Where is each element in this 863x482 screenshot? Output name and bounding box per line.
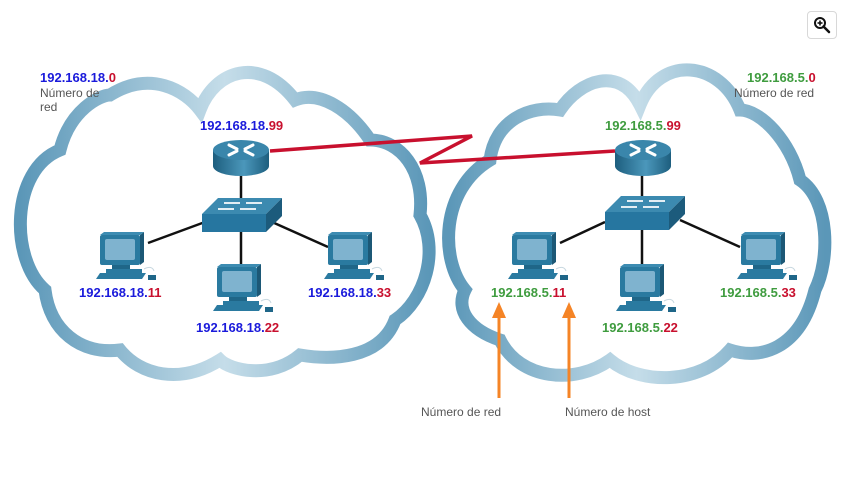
pc-left-3	[323, 231, 385, 281]
address-host-part: 33	[781, 285, 796, 300]
address-host-part: 0	[108, 70, 116, 85]
pc-left-1-address: 192.168.18.11	[79, 285, 161, 300]
cables-right	[559, 170, 741, 265]
host-part-annotation: Número de host	[565, 405, 651, 419]
pc-right-2	[615, 263, 677, 313]
right-network-caption: Número de red	[734, 86, 815, 100]
arrow-network-part	[492, 302, 506, 398]
address-network-part: 192.168.18.	[308, 285, 377, 300]
left-network-caption: Número de red	[40, 86, 99, 114]
zoom-in-icon	[814, 17, 831, 34]
router-left-address: 192.168.18.99	[200, 118, 283, 133]
address-host-part: 33	[376, 285, 392, 300]
address-network-part: 192.168.18.	[40, 70, 109, 85]
serial-link	[269, 134, 616, 165]
switch-left	[201, 197, 283, 233]
pc-right-1-address: 192.168.5.11	[491, 285, 566, 300]
address-network-part: 192.168.18.	[200, 118, 269, 133]
pc-left-2	[212, 263, 274, 313]
address-network-part: 192.168.18.	[196, 320, 265, 335]
address-network-part: 192.168.5.	[605, 118, 667, 133]
switch-right	[604, 195, 686, 231]
router-right	[613, 138, 673, 178]
cloud-right	[442, 63, 832, 385]
address-network-part: 192.168.18.	[79, 285, 148, 300]
pc-left-1	[95, 231, 157, 281]
cloud-left	[13, 66, 436, 381]
router-right-address: 192.168.5.99	[605, 118, 681, 133]
pc-left-2-address: 192.168.18.22	[196, 320, 279, 335]
left-network-address: 192.168.18.0	[40, 70, 116, 85]
caption-line: Número de	[40, 86, 100, 100]
pc-right-3-address: 192.168.5.33	[720, 285, 796, 300]
address-host-part: 99	[666, 118, 681, 133]
pc-right-3	[736, 231, 798, 281]
address-network-part: 192.168.5.	[720, 285, 782, 300]
right-network-address: 192.168.5.0	[747, 70, 816, 85]
address-host-part: 0	[808, 70, 816, 85]
router-left	[211, 138, 271, 178]
address-host-part: 22	[264, 320, 280, 335]
address-host-part: 11	[147, 285, 162, 300]
address-network-part: 192.168.5.	[602, 320, 664, 335]
address-host-part: 22	[663, 320, 678, 335]
address-network-part: 192.168.5.	[491, 285, 553, 300]
pc-right-1	[507, 231, 569, 281]
zoom-in-button[interactable]	[807, 11, 837, 39]
address-host-part: 99	[268, 118, 284, 133]
pc-left-3-address: 192.168.18.33	[308, 285, 391, 300]
address-host-part: 11	[552, 285, 567, 300]
caption-line: red	[40, 100, 58, 114]
arrow-host-part	[562, 302, 576, 398]
address-network-part: 192.168.5.	[747, 70, 809, 85]
network-part-annotation: Número de red	[421, 405, 502, 419]
pc-right-2-address: 192.168.5.22	[602, 320, 678, 335]
